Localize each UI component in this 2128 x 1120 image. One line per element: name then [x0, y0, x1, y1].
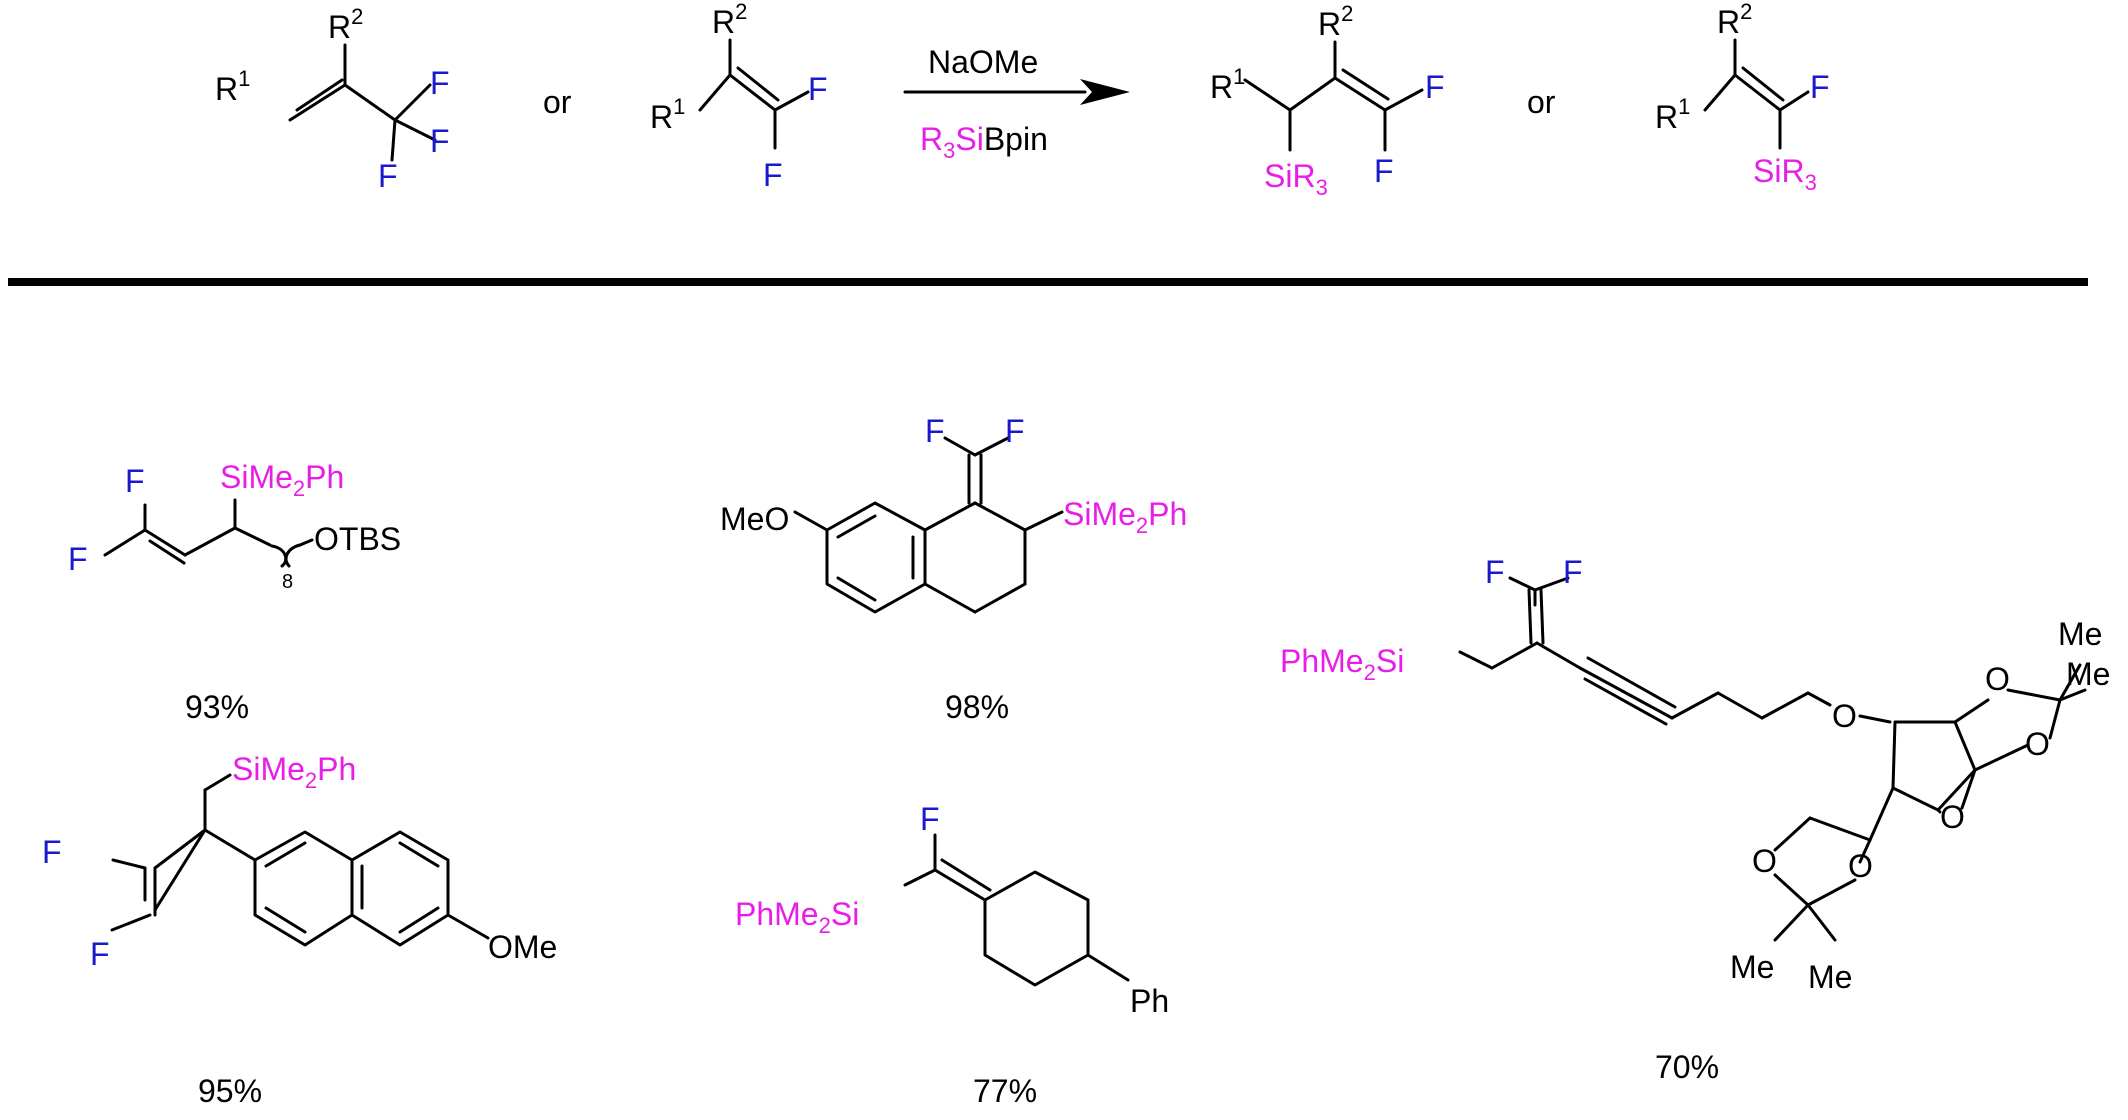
fluorine-label: F	[90, 936, 110, 972]
product-98: MeO F F SiMe2Ph 98%	[720, 413, 1187, 725]
methoxy-label: MeO	[720, 501, 789, 537]
yield-label: 95%	[198, 1073, 262, 1109]
silyl-label: SiR3	[1264, 158, 1328, 200]
fluorine-label: F	[808, 71, 828, 107]
reagent-silylborane: R3SiBpin	[920, 121, 1048, 163]
product-allylsilane: R1 R2 F F SiR3	[1210, 1, 1445, 200]
methyl-label: Me	[1808, 959, 1852, 995]
oxygen-label: O	[1752, 843, 1777, 879]
r1-label: R1	[1655, 94, 1690, 135]
oxygen-label: O	[1940, 799, 1965, 835]
r2-label: R2	[1318, 1, 1353, 42]
product-77: F PhMe2Si Ph 77%	[735, 801, 1169, 1109]
fluorine-label: F	[430, 123, 450, 159]
fluorine-label: F	[1005, 413, 1025, 449]
r2-label: R2	[328, 4, 363, 45]
yield-label: 98%	[945, 689, 1009, 725]
chain-repeat-count: 8	[282, 571, 293, 593]
fluorine-label: F	[1485, 554, 1505, 590]
or-text: or	[1527, 84, 1556, 120]
reagent-base: NaOMe	[928, 44, 1038, 80]
silyl-label: SiMe2Ph	[1063, 496, 1187, 538]
fluorine-label: F	[925, 413, 945, 449]
methyl-label: Me	[1730, 949, 1774, 985]
product-93: F F SiMe2Ph OTBS 8 93%	[68, 459, 401, 725]
oxygen-label: O	[1832, 698, 1857, 734]
oxygen-label: O	[2025, 726, 2050, 762]
product-70: F F PhMe2Si O O O O O O Me Me Me Me 70%	[1280, 554, 2110, 1085]
fluorine-label: F	[763, 157, 783, 193]
r1-label: R1	[650, 94, 685, 135]
methoxy-label: OMe	[488, 929, 557, 965]
silyl-label: SiMe2Ph	[220, 459, 344, 501]
methyl-label: Me	[2058, 616, 2102, 652]
oxygen-label: O	[1848, 848, 1873, 884]
silyl-label: PhMe2Si	[735, 896, 859, 938]
r2-label: R2	[1717, 0, 1752, 40]
reaction-header: R1 R2 F F F or R1 R2 F F NaOMe R3SiBpin	[215, 0, 1830, 200]
fluorine-label: F	[430, 65, 450, 101]
r1-label: R1	[215, 66, 250, 107]
yield-label: 77%	[973, 1073, 1037, 1109]
substrate-trifluoromethylalkene: R1 R2 F F F	[215, 4, 450, 194]
fluorine-label: F	[125, 463, 145, 499]
fluorine-label: F	[378, 158, 398, 194]
otbs-label: OTBS	[314, 521, 401, 557]
methyl-label: Me	[2066, 656, 2110, 692]
phenyl-label: Ph	[1130, 983, 1169, 1019]
fluorine-label: F	[42, 834, 62, 870]
fluorine-label: F	[1374, 153, 1394, 189]
product-95: SiMe2Ph F F OMe 95%	[42, 751, 557, 1109]
fluorine-label: F	[68, 541, 88, 577]
fluorine-label: F	[1563, 554, 1583, 590]
product-fluorovinylsilane: R1 R2 F SiR3	[1655, 0, 1830, 195]
r2-label: R2	[712, 0, 747, 40]
oxygen-label: O	[1985, 661, 2010, 697]
or-text: or	[543, 84, 572, 120]
silyl-label: PhMe2Si	[1280, 643, 1404, 685]
yield-label: 93%	[185, 689, 249, 725]
substrate-gem-difluoroalkene: R1 R2 F F	[650, 0, 828, 193]
yield-label: 70%	[1655, 1049, 1719, 1085]
r1-label: R1	[1210, 64, 1245, 105]
reaction-arrow: NaOMe R3SiBpin	[903, 44, 1130, 163]
silyl-label: SiR3	[1753, 153, 1817, 195]
fluorine-label: F	[920, 801, 940, 837]
fluorine-label: F	[1425, 69, 1445, 105]
fluorine-label: F	[1810, 69, 1830, 105]
silyl-label: SiMe2Ph	[232, 751, 356, 793]
